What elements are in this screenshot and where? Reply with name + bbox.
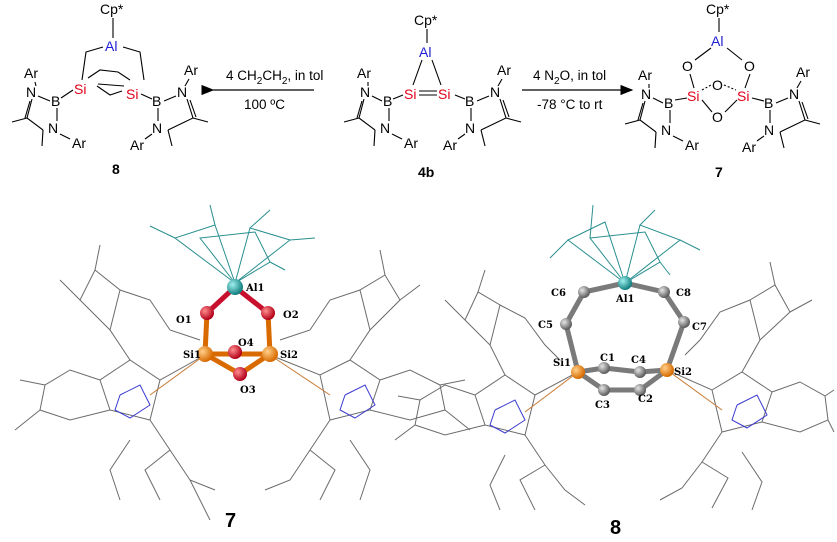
c8-b-left: B xyxy=(51,93,60,109)
s8-label-c4: C4 xyxy=(631,355,646,366)
c8-si-right: Si xyxy=(126,86,138,102)
s7-number: 7 xyxy=(225,510,236,532)
arrow-right-condition: -78 °C to rt xyxy=(537,97,603,112)
c7-o3-label: O xyxy=(712,77,723,93)
s8-number: 8 xyxy=(610,517,621,539)
c4b-si-right: Si xyxy=(438,86,450,102)
s8-label-si1: Si1 xyxy=(553,358,571,369)
s7-label-si1: Si1 xyxy=(183,350,201,361)
c7-o1-label: O xyxy=(682,58,693,74)
s7-label-o2: O2 xyxy=(283,310,299,321)
c7-al-label: Al xyxy=(711,33,723,49)
c7-ar2-left: Ar xyxy=(685,137,699,153)
c4b-ar2-left: Ar xyxy=(404,135,418,151)
c7-o4-label: O xyxy=(712,109,723,125)
c4b-al-label: Al xyxy=(419,44,431,60)
c4b-n1-left: N xyxy=(360,84,370,100)
c8-si-left: Si xyxy=(74,81,86,97)
s8-label-c7: C7 xyxy=(692,322,707,333)
c8-n1-right: N xyxy=(177,84,187,100)
c8-b-right: B xyxy=(152,93,161,109)
c4b-ar1-right: Ar xyxy=(497,62,511,78)
c7-number: 7 xyxy=(715,164,723,180)
arrow-left-condition: 100 ºC xyxy=(244,97,285,112)
s8-label-c6: C6 xyxy=(551,288,566,299)
compound-4b-scheme: Cp* Al Si Si B N N Ar Ar B N N Ar Ar xyxy=(343,12,522,180)
c8-number: 8 xyxy=(112,161,120,177)
reaction-arrow-left: 4 CH2CH2, in tol 100 ºC xyxy=(201,68,323,112)
s7-label-al1: Al1 xyxy=(245,283,265,294)
c7-ar1-right: Ar xyxy=(796,64,810,80)
c8-al-label: Al xyxy=(105,38,117,54)
c7-n2-right: N xyxy=(764,122,774,138)
c8-n2-right: N xyxy=(152,120,162,136)
c8-n2-left: N xyxy=(48,120,58,136)
c8-ar1-left: Ar xyxy=(24,65,38,81)
c4b-b-left: B xyxy=(383,93,392,109)
s8-label-c2: C2 xyxy=(638,394,653,405)
s7-label-o1: O1 xyxy=(176,315,192,326)
s8-label-c3: C3 xyxy=(595,400,610,411)
c4b-b-right: B xyxy=(465,93,474,109)
c7-n1-right: N xyxy=(789,86,799,102)
c7-cp-label: Cp* xyxy=(706,1,730,17)
c7-ar2-right: Ar xyxy=(742,139,756,155)
c7-si-left: Si xyxy=(687,88,699,104)
s8-label-c5: C5 xyxy=(538,320,553,331)
c4b-n1-right: N xyxy=(490,84,500,100)
c7-ar1-left: Ar xyxy=(638,67,652,83)
c7-b-left: B xyxy=(664,95,673,111)
c4b-ar2-right: Ar xyxy=(443,137,457,153)
c4b-n2-right: N xyxy=(465,120,475,136)
compound-7-scheme: Cp* Al O O Si Si O O B N N Ar Ar B N xyxy=(624,1,821,180)
c8-cp-label: Cp* xyxy=(100,1,124,17)
s8-label-c8: C8 xyxy=(676,288,691,299)
c4b-ar1-left: Ar xyxy=(357,65,371,81)
c8-ar2-left: Ar xyxy=(72,135,86,151)
s7-label-o4: O4 xyxy=(238,338,254,349)
c7-o2-label: O xyxy=(744,58,755,74)
crystal-structure-7: Al1 O1 O2 O4 O3 Si1 Si2 7 xyxy=(14,204,471,532)
arrow-right-reagent: 4 N2O, in tol xyxy=(533,68,606,87)
s8-label-al1: Al1 xyxy=(615,294,635,305)
crystal-structure-8: C6 Al1 C8 C5 C7 C1 C4 Si1 Si2 C3 C2 8 xyxy=(394,204,835,539)
c8-n1-left: N xyxy=(26,84,36,100)
c4b-si-left: Si xyxy=(404,86,416,102)
c8-ar1-right: Ar xyxy=(184,62,198,78)
compound-8-scheme: Cp* Al Si Si B N N Ar Ar B N N Ar Ar xyxy=(11,1,209,177)
c7-si-right: Si xyxy=(737,88,749,104)
s8-label-c1: C1 xyxy=(600,353,615,364)
c4b-cp-label: Cp* xyxy=(414,12,438,28)
c8-ar2-right: Ar xyxy=(130,137,144,153)
c4b-number: 4b xyxy=(418,164,434,180)
s7-label-o3: O3 xyxy=(240,385,256,396)
c7-b-right: B xyxy=(764,95,773,111)
arrow-left-reagent: 4 CH2CH2, in tol xyxy=(226,68,323,87)
c7-n1-left: N xyxy=(641,86,651,102)
s7-label-si2: Si2 xyxy=(280,350,298,361)
s8-label-si2: Si2 xyxy=(674,367,692,378)
reaction-arrow-right: 4 N2O, in tol -78 °C to rt xyxy=(522,68,634,112)
c7-n2-left: N xyxy=(661,122,671,138)
c4b-n2-left: N xyxy=(380,120,390,136)
